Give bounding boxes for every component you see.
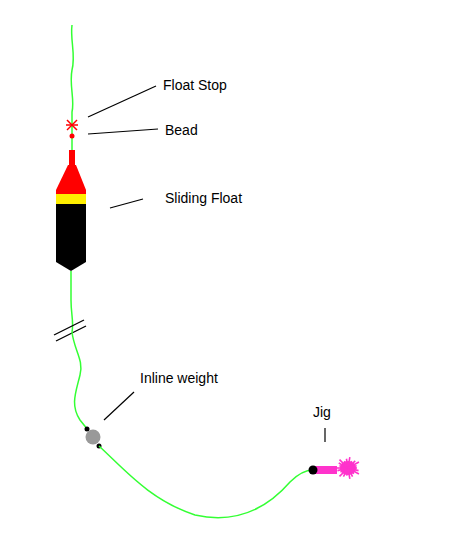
fishing-line: [99, 446, 313, 518]
inline-weight-symbol: [86, 430, 101, 445]
jig-tail: [348, 466, 357, 468]
fishing-line: [71, 271, 73, 332]
leader-line: [88, 86, 325, 442]
callout-label: Sliding Float: [165, 190, 242, 206]
float-stop-symbol: [66, 120, 78, 130]
fishing-line: [72, 332, 88, 430]
jig-tail: [339, 460, 348, 468]
swivel-symbol: [85, 427, 90, 432]
break-mark: [54, 320, 86, 341]
jig-symbol: [309, 457, 359, 479]
callout-label: Jig: [313, 404, 331, 420]
fishing-line: [71, 25, 73, 150]
callout-label: Inline weight: [140, 370, 218, 386]
sliding-float: [56, 150, 86, 271]
callout-label: Float Stop: [163, 77, 227, 93]
jig-tail: [348, 462, 359, 468]
bead-symbol: [70, 134, 75, 139]
callout-label: Bead: [165, 122, 198, 138]
